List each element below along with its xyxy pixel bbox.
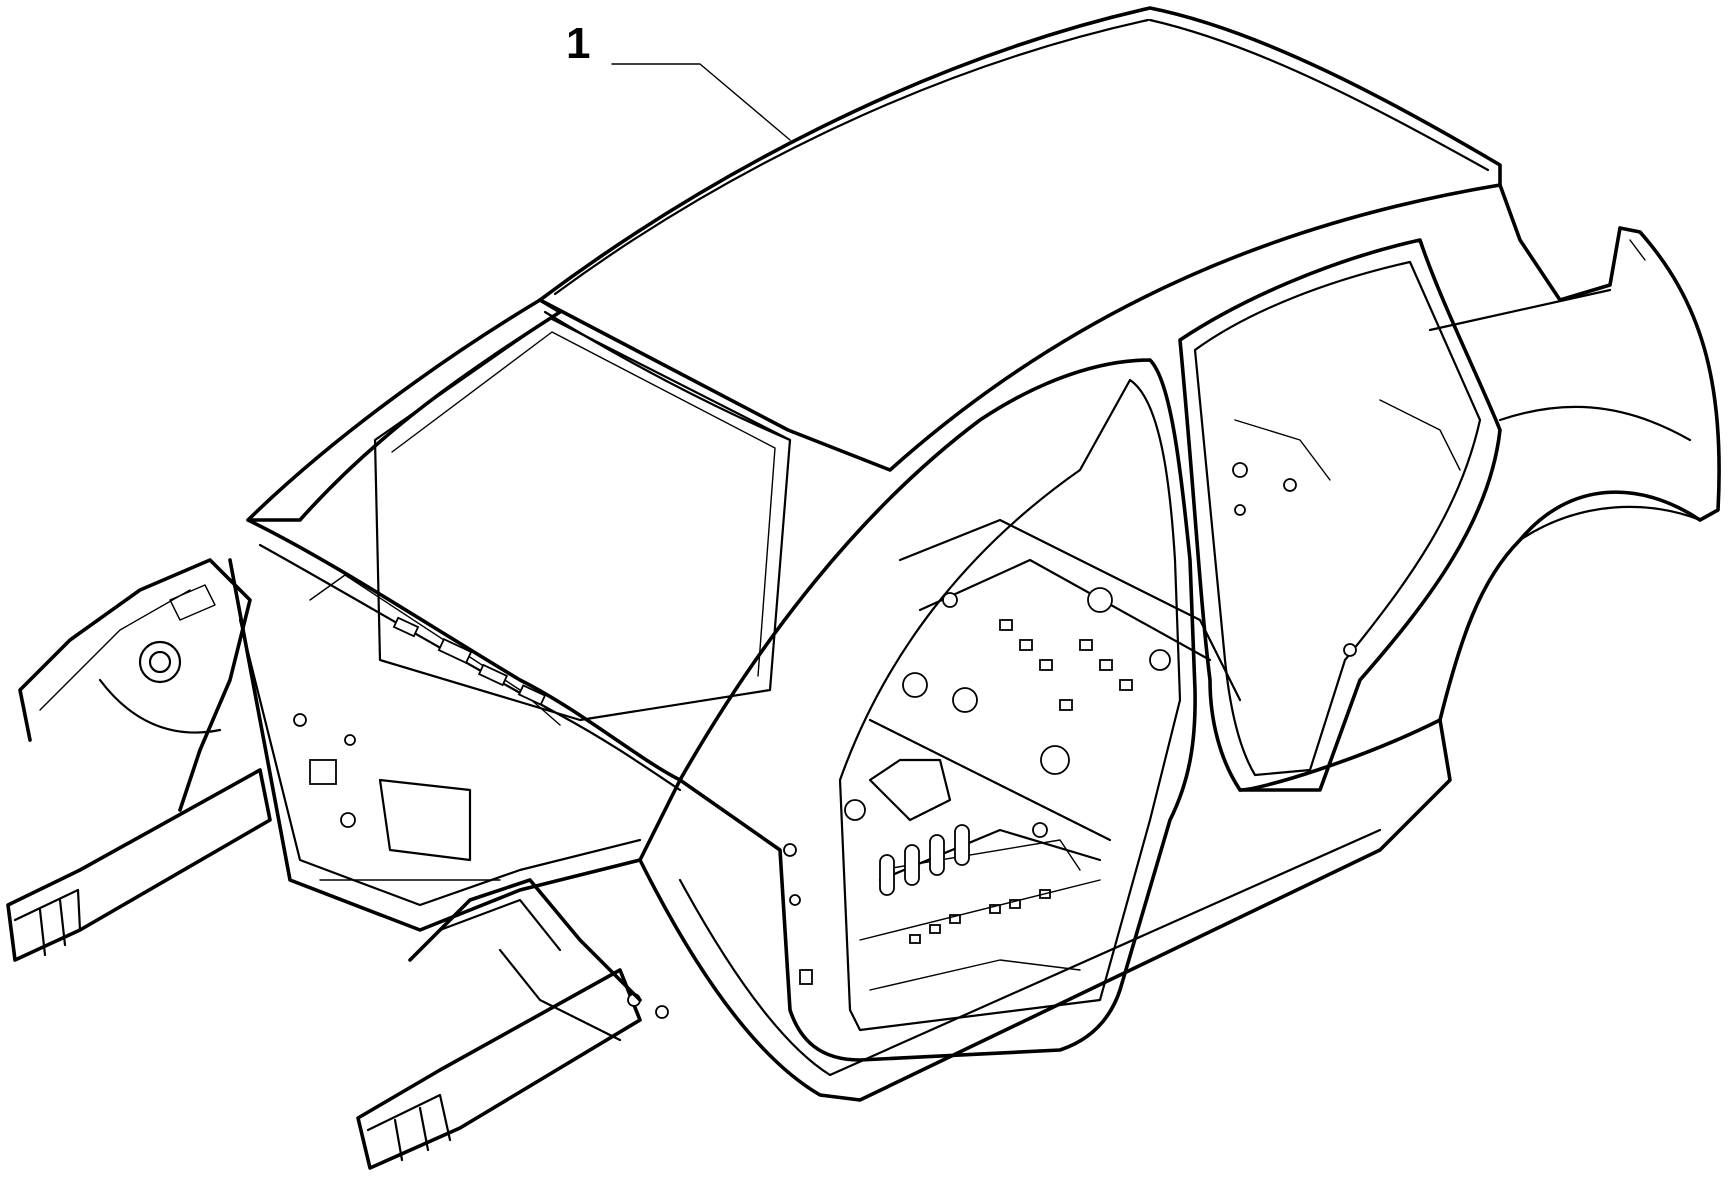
rear-door-opening xyxy=(1178,238,1502,792)
floor-tunnel xyxy=(844,758,970,896)
callout-label-1: 1 xyxy=(566,19,591,68)
front-door-opening xyxy=(678,358,1197,1062)
floor-pan xyxy=(859,518,1242,991)
front-cowl xyxy=(246,518,682,792)
callout-leader-line xyxy=(611,63,791,141)
front-crossmember xyxy=(408,878,642,1042)
firewall xyxy=(228,558,682,932)
windshield-frame xyxy=(246,298,792,722)
front-strut-tower xyxy=(18,558,252,812)
rear-quarter-panel xyxy=(1238,183,1721,792)
front-rail-left xyxy=(6,768,272,962)
front-rail-right xyxy=(356,968,669,1170)
side-sill xyxy=(638,718,1452,1102)
